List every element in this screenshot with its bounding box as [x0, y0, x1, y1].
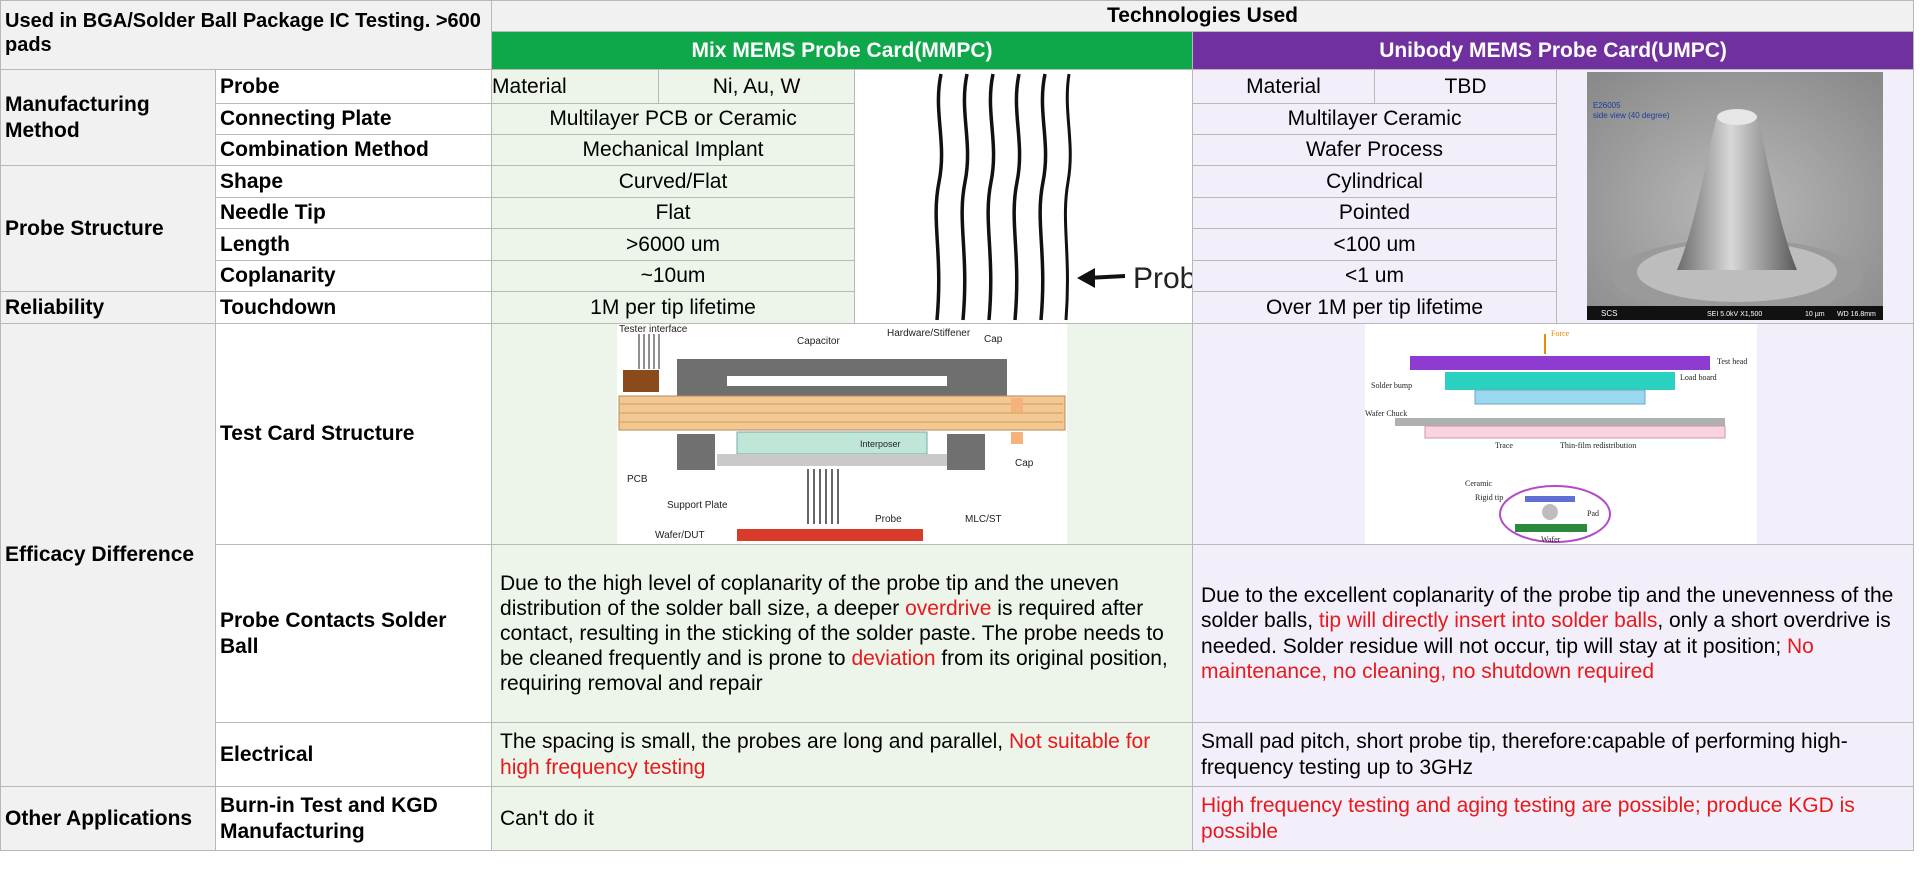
umpc-electrical-text: Small pad pitch, short probe tip, theref…	[1192, 722, 1915, 787]
mmpc-diag-stiffener: Hardware/Stiffener	[887, 328, 971, 339]
probe-photo: Probe	[854, 69, 1194, 324]
umpc-structure-diagram: Force Test head Load board Solder bump W…	[1192, 323, 1915, 545]
mmpc-diag-capacitor: Capacitor	[797, 336, 840, 347]
umpc-shape: Cylindrical	[1192, 165, 1558, 198]
label-length: Length	[214, 228, 493, 261]
mmpc-diag-probe: Probe	[875, 514, 902, 525]
umpc-needle-tip: Pointed	[1192, 197, 1558, 229]
mmpc-diag-support-plate: Support Plate	[667, 500, 728, 511]
sem-footer-mid: SEI 5.0kV X1,500	[1707, 311, 1762, 318]
umpc-touchdown: Over 1M per tip lifetime	[1192, 291, 1558, 324]
label-burnin: Burn-in Test and KGD Manufacturing	[214, 786, 493, 851]
mmpc-diag-mlc-st: MLC/ST	[965, 514, 1002, 525]
mmpc-coplanarity: ~10um	[491, 260, 856, 292]
sem-footer-left: SCS	[1601, 309, 1617, 318]
highlight-text: No maintenance, no cleaning, no shutdown…	[1201, 634, 1814, 683]
category-other: Other Applications	[0, 786, 216, 851]
umpc-coplanarity: <1 um	[1192, 260, 1558, 292]
body-text: Small pad pitch, short probe tip, theref…	[1201, 730, 1848, 779]
umpc-diag-force: Force	[1551, 329, 1570, 338]
highlight-text: tip will directly insert into solder bal…	[1318, 609, 1658, 633]
umpc-combination: Wafer Process	[1192, 134, 1558, 166]
umpc-diag-pad: Pad	[1587, 509, 1599, 518]
label-connecting-plate: Connecting Plate	[214, 103, 493, 135]
sem-photo: E26005 side view (40 degree) SCS SEI 5.0…	[1556, 69, 1915, 324]
umpc-diag-ceramic: Ceramic	[1465, 479, 1493, 488]
category-manufacturing: Manufacturing Method	[0, 69, 216, 166]
umpc-diag-wafer-chuck: Wafer Chuck	[1365, 409, 1407, 418]
comparison-table: Used in BGA/Solder Ball Package IC Testi…	[0, 0, 1915, 851]
mmpc-burnin-text: Can't do it	[491, 786, 1194, 851]
highlight-text: Not suitable for high frequency testing	[500, 730, 1151, 779]
mmpc-diag-cap-top: Cap	[984, 334, 1003, 345]
mmpc-structure-image: Tester interface Capacitor Hardware/Stif…	[617, 324, 1068, 544]
label-touchdown: Touchdown	[214, 291, 493, 324]
body-text: Due to the excellent coplanarity of the …	[1201, 584, 1894, 633]
mmpc-connecting-plate: Multilayer PCB or Ceramic	[491, 103, 856, 135]
sem-photo-image: E26005 side view (40 degree) SCS SEI 5.0…	[1587, 71, 1884, 320]
highlight-text: High frequency testing and aging testing…	[1201, 794, 1855, 843]
highlight-text: overdrive	[905, 596, 992, 620]
table-title: Used in BGA/Solder Ball Package IC Testi…	[0, 0, 493, 70]
mmpc-combination: Mechanical Implant	[491, 134, 856, 166]
mmpc-diag-tester-interface: Tester interface	[619, 324, 688, 335]
category-structure: Probe Structure	[0, 165, 216, 292]
label-probe: Probe	[214, 69, 493, 104]
sem-sample-label: E26005	[1593, 101, 1621, 110]
umpc-header: Unibody MEMS Probe Card(UMPC)	[1192, 31, 1915, 70]
mmpc-needle-tip: Flat	[491, 197, 856, 229]
technologies-header: Technologies Used	[491, 0, 1915, 32]
sem-view-label: side view (40 degree)	[1593, 111, 1670, 120]
umpc-diag-thin-film: Thin-film redistribution	[1560, 441, 1636, 450]
mmpc-contacts-text: Due to the high level of coplanarity of …	[491, 544, 1194, 723]
umpc-length: <100 um	[1192, 228, 1558, 261]
label-combination: Combination Method	[214, 134, 493, 166]
umpc-connecting-plate: Multilayer Ceramic	[1192, 103, 1558, 135]
mmpc-length: >6000 um	[491, 228, 856, 261]
mmpc-diag-cap-side: Cap	[1015, 458, 1034, 469]
highlight-text: deviation	[851, 647, 936, 671]
label-test-card: Test Card Structure	[214, 323, 493, 545]
label-shape: Shape	[214, 165, 493, 198]
body-text: The spacing is small, the probes are lon…	[500, 730, 1009, 754]
body-text: from its original position, requiring re…	[500, 647, 1168, 696]
mmpc-structure-diagram: Tester interface Capacitor Hardware/Stif…	[491, 323, 1194, 545]
umpc-diag-load-board: Load board	[1680, 373, 1717, 382]
label-contacts: Probe Contacts Solder Ball	[214, 544, 493, 723]
mmpc-material-value: Ni, Au, W	[658, 69, 856, 104]
umpc-diag-solder-bump: Solder bump	[1371, 381, 1412, 390]
umpc-diag-test-head: Test head	[1717, 357, 1747, 366]
category-efficacy: Efficacy Difference	[0, 323, 216, 787]
mmpc-touchdown: 1M per tip lifetime	[491, 291, 856, 324]
label-electrical: Electrical	[214, 722, 493, 787]
label-coplanarity: Coplanarity	[214, 260, 493, 292]
umpc-diag-trace: Trace	[1495, 441, 1513, 450]
body-text: , only a short overdrive is needed. Sold…	[1201, 609, 1891, 658]
umpc-burnin-text: High frequency testing and aging testing…	[1192, 786, 1915, 851]
body-text: is required after contact, resulting in …	[500, 596, 1164, 671]
umpc-diag-rigid-tip: Rigid tip	[1475, 493, 1503, 502]
category-reliability: Reliability	[0, 291, 216, 324]
probe-photo-image: Probe	[855, 71, 1193, 322]
umpc-contacts-text: Due to the excellent coplanarity of the …	[1192, 544, 1915, 723]
sem-footer-right: WD 16.8mm	[1837, 311, 1876, 318]
body-text: Due to the high level of coplanarity of …	[500, 571, 1119, 620]
label-needle-tip: Needle Tip	[214, 197, 493, 229]
mmpc-header: Mix MEMS Probe Card(MMPC)	[491, 31, 1194, 70]
mmpc-diag-wafer-dut: Wafer/DUT	[655, 530, 705, 541]
umpc-diag-wafer: Wafer	[1541, 535, 1561, 544]
mmpc-diag-pcb: PCB	[627, 474, 648, 485]
sem-footer-scale: 10 µm	[1805, 311, 1825, 318]
probe-photo-label: Probe	[1133, 262, 1193, 295]
umpc-material-value: TBD	[1374, 69, 1558, 104]
umpc-structure-image: Force Test head Load board Solder bump W…	[1365, 324, 1758, 544]
umpc-material-label: Material	[1192, 69, 1376, 104]
mmpc-electrical-text: The spacing is small, the probes are lon…	[491, 722, 1194, 787]
mmpc-material-label: Material	[491, 69, 660, 104]
mmpc-shape: Curved/Flat	[491, 165, 856, 198]
mmpc-diag-interposer: Interposer	[860, 439, 901, 449]
